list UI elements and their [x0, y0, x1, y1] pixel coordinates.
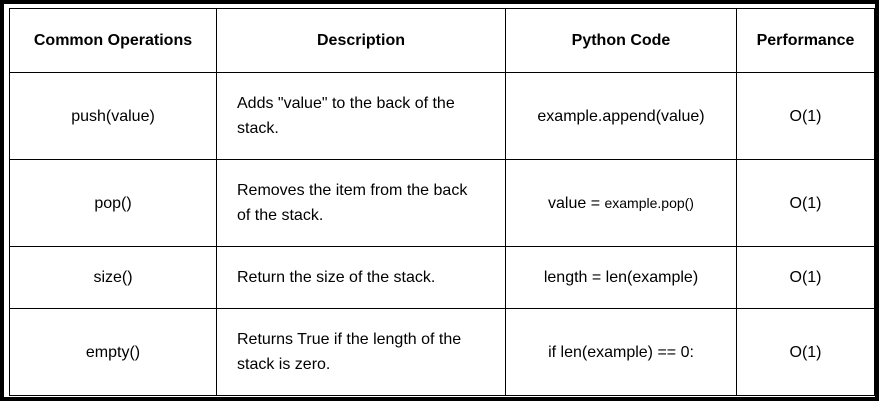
python-code-cell: if len(example) == 0: — [505, 308, 737, 396]
operation-cell: empty() — [9, 308, 217, 396]
python-code-cell: example.append(value) — [505, 72, 737, 160]
description-cell: Adds "value" to the back of the stack. — [216, 72, 506, 160]
operation-cell: pop() — [9, 159, 217, 247]
operation-cell: push(value) — [9, 72, 217, 160]
description-cell: Returns True if the length of the stack … — [216, 308, 506, 396]
python-code-cell: length = len(example) — [505, 246, 737, 309]
table-header-row: Common Operations Description Python Cod… — [9, 8, 875, 73]
performance-cell: O(1) — [736, 308, 875, 396]
description-cell: Return the size of the stack. — [216, 246, 506, 309]
header-python-code: Python Code — [505, 8, 737, 73]
performance-cell: O(1) — [736, 159, 875, 247]
code-prefix: value = — [548, 194, 605, 212]
performance-cell: O(1) — [736, 246, 875, 309]
code-suffix: example.pop() — [604, 194, 694, 211]
table-row: push(value) Adds "value" to the back of … — [9, 72, 875, 160]
table-row: size() Return the size of the stack. len… — [9, 246, 875, 309]
python-code-cell: value = example.pop() — [505, 159, 737, 247]
table-row: empty() Returns True if the length of th… — [9, 308, 875, 396]
description-cell: Removes the item from the back of the st… — [216, 159, 506, 247]
table-frame: Common Operations Description Python Cod… — [4, 4, 875, 397]
stack-operations-table: Common Operations Description Python Cod… — [9, 8, 875, 396]
header-description: Description — [216, 8, 506, 73]
header-performance: Performance — [736, 8, 875, 73]
operation-cell: size() — [9, 246, 217, 309]
performance-cell: O(1) — [736, 72, 875, 160]
table-row: pop() Removes the item from the back of … — [9, 159, 875, 247]
header-common-operations: Common Operations — [9, 8, 217, 73]
